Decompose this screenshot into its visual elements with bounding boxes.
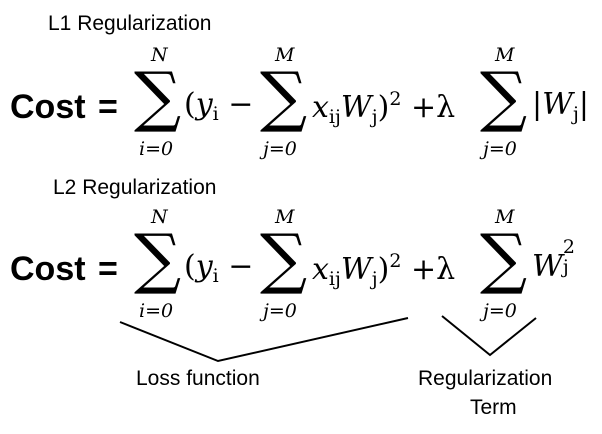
l2-loss-term-left: (yi − (184, 252, 253, 286)
l2-sum1-upper-limit: N (151, 206, 168, 228)
l1-sum3-sigma: ∑ (480, 58, 528, 135)
l2-var-w: W (340, 252, 372, 287)
l1-sum2-upper-limit: M (275, 44, 295, 66)
l2-minus-sign: − (228, 249, 254, 284)
l2-sum3-sigma: ∑ (480, 220, 528, 297)
l2-sub-i: i (212, 265, 219, 287)
l2-cost-label: Cost (10, 250, 86, 288)
regularization-term-label-line2: Term (470, 396, 517, 419)
l1-square: 2 (389, 88, 402, 110)
l2-sum1-lower-limit: i=0 (139, 300, 174, 322)
l2-var-y: y (195, 249, 213, 284)
l2-sub-ij: ij (328, 268, 341, 290)
l1-minus-sign: − (228, 87, 254, 122)
l1-sum1-upper-limit: N (151, 44, 168, 66)
l1-sum3-lower-limit: j=0 (483, 138, 517, 160)
l1-var-y: y (195, 87, 213, 122)
l2-var-x: x (312, 252, 329, 287)
l2-reg-sub-j: j (562, 256, 569, 278)
l1-sub-j: j (371, 106, 378, 128)
l1-loss-term-left: (yi − (184, 90, 253, 124)
l2-heading: L2 Regularization (53, 176, 217, 199)
loss-function-brace (119, 317, 409, 363)
l2-sum1-sigma: ∑ (134, 220, 182, 297)
l2-sub-j: j (371, 268, 378, 290)
l2-reg-var-w: W (532, 249, 563, 284)
l1-sum2-sigma: ∑ (260, 58, 308, 135)
l1-plus-lambda: +λ (411, 90, 456, 125)
l1-sum2-lower-limit: j=0 (263, 138, 297, 160)
l2-open-paren: ( (184, 249, 196, 284)
regularization-term-brace (441, 315, 537, 357)
l2-reg-square: 2 (562, 236, 575, 258)
l1-abs-close: | (578, 87, 589, 122)
l1-sub-ij: ij (328, 106, 341, 128)
l2-sum2-sigma: ∑ (260, 220, 308, 297)
l1-cost-label: Cost (10, 88, 86, 126)
l1-heading: L1 Regularization (48, 12, 212, 35)
l1-reg-var-w: W (542, 87, 573, 122)
l1-close-paren: ) (377, 90, 390, 125)
l2-sum3-lower-limit: j=0 (483, 300, 517, 322)
l1-regularization-term: |Wj| (532, 90, 589, 124)
l2-sum2-lower-limit: j=0 (263, 300, 297, 322)
regularization-term-label-line1: Regularization (418, 367, 553, 390)
l1-open-paren: ( (184, 87, 196, 122)
l2-square: 2 (389, 250, 402, 272)
loss-function-label: Loss function (136, 367, 260, 390)
l1-reg-sub-j: j (572, 103, 579, 125)
l2-close-paren: ) (377, 252, 390, 287)
l1-loss-term-right: xijWj)2 +λ (312, 90, 455, 127)
l1-sum1-lower-limit: i=0 (139, 138, 174, 160)
l2-sum3-upper-limit: M (495, 206, 515, 228)
l2-equals-sign: = (98, 250, 118, 288)
l1-sub-i: i (212, 103, 219, 125)
l2-sum2-upper-limit: M (275, 206, 295, 228)
l1-var-x: x (312, 90, 329, 125)
l2-plus-lambda: +λ (411, 252, 456, 287)
l1-var-w: W (340, 90, 372, 125)
l2-loss-term-right: xijWj)2 +λ (312, 252, 455, 289)
l1-sum1-sigma: ∑ (134, 58, 182, 135)
l1-abs-open: | (532, 87, 543, 122)
l1-equals-sign: = (98, 88, 118, 126)
l1-sum3-upper-limit: M (495, 44, 515, 66)
